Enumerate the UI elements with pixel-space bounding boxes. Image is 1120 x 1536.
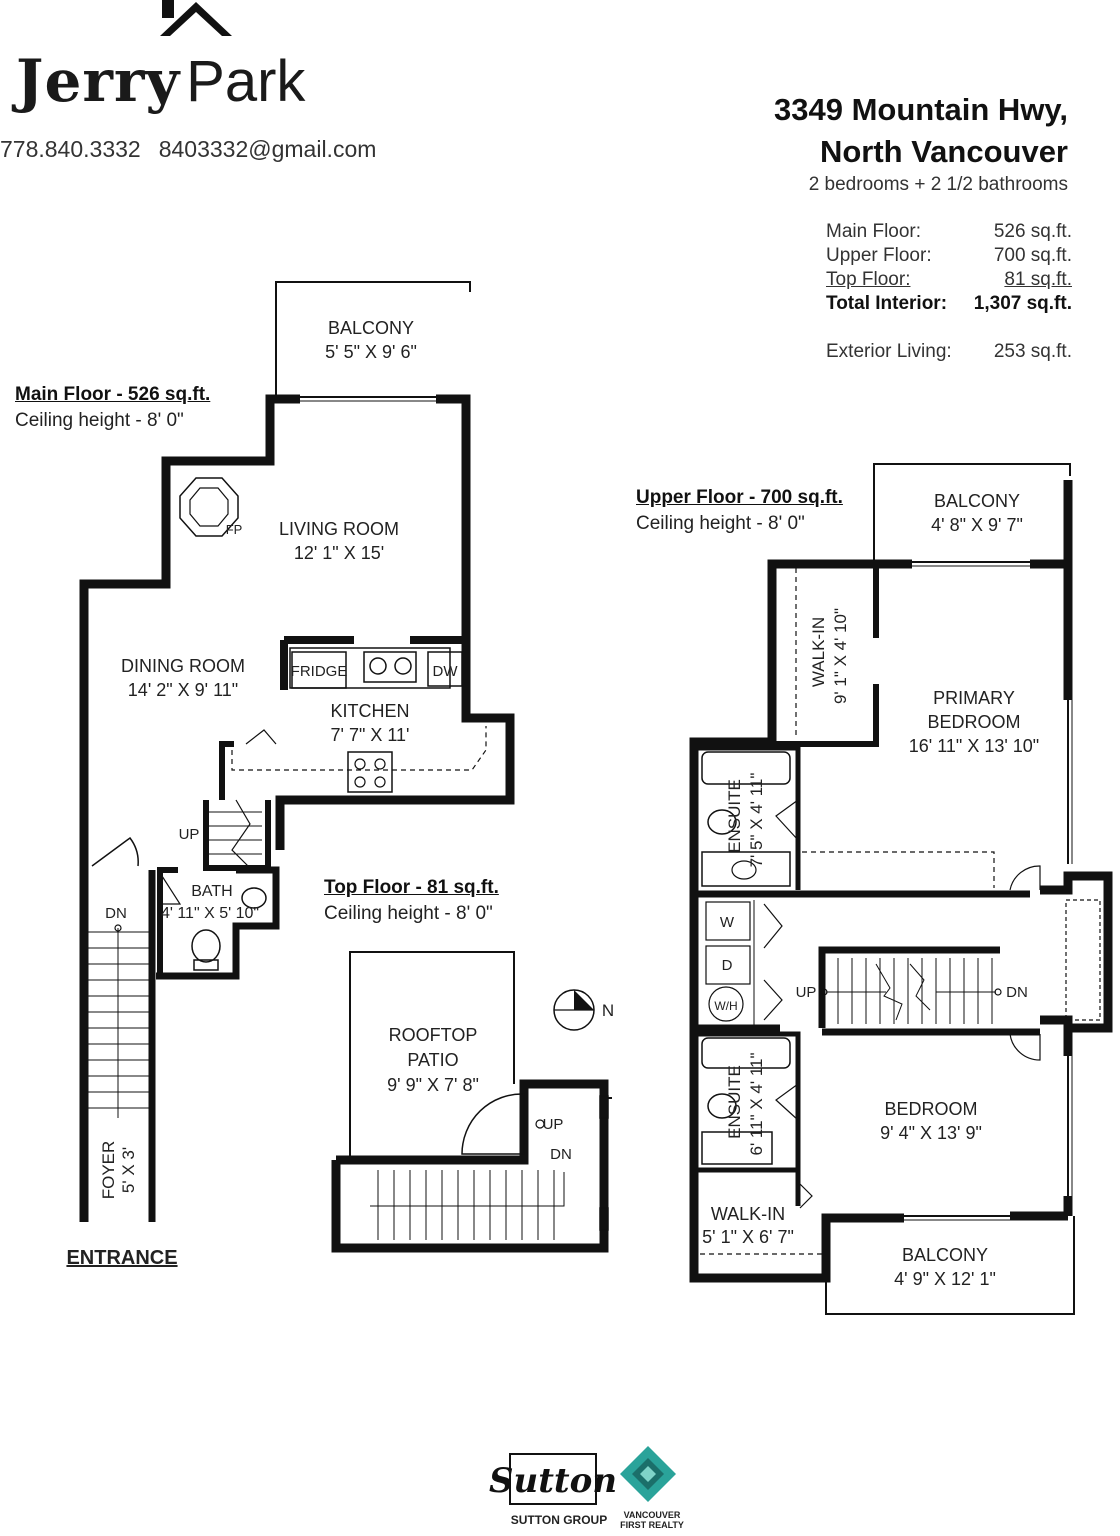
main-balcony-name: BALCONY <box>328 318 414 338</box>
first-realty-text: FIRST REALTY <box>620 1520 684 1530</box>
living-room-name: LIVING ROOM <box>279 519 399 539</box>
living-room-dims: 12' 1" X 15' <box>294 543 384 563</box>
area-label: Main Floor: <box>826 221 922 242</box>
primary-bedroom-dims: 16' 11" X 13' 10" <box>909 736 1039 756</box>
rooftop-name-2: PATIO <box>407 1050 458 1070</box>
ensuite-1-name: ENSUITE <box>725 779 744 853</box>
walkin-2-name: WALK-IN <box>711 1204 785 1224</box>
agent-first-name: Jerry <box>16 47 181 115</box>
top-floor-plan <box>331 951 612 1253</box>
vancouver-text: VANCOUVER <box>624 1510 681 1520</box>
main-stair-up-label: UP <box>179 826 200 843</box>
area-label: Upper Floor: <box>826 245 932 266</box>
dishwasher-label: DW <box>433 663 459 680</box>
main-floor-plan <box>79 281 515 1222</box>
sutton-group-text: SUTTON GROUP <box>511 1513 607 1527</box>
agent-contact: 778.840.3332 8403332@gmail.com <box>0 136 376 163</box>
upper-stair-up-label: UP <box>796 984 817 1001</box>
upper-balcony-bottom-dims: 4' 9" X 12' 1" <box>894 1269 996 1289</box>
top-floor-ceiling: Ceiling height - 8' 0" <box>324 903 493 924</box>
dryer-label: D <box>722 957 733 974</box>
agent-email: 8403332@gmail.com <box>158 136 377 162</box>
main-floor-title: Main Floor - 526 sq.ft. <box>15 384 211 405</box>
main-floor-ceiling: Ceiling height - 8' 0" <box>15 410 184 431</box>
ensuite-2-name: ENSUITE <box>725 1065 744 1139</box>
water-heater-label: W/H <box>714 999 737 1013</box>
entrance-label: ENTRANCE <box>66 1247 177 1269</box>
address-line-2: North Vancouver <box>819 134 1068 169</box>
area-label: Top Floor: <box>826 269 911 290</box>
walkin-1-name: WALK-IN <box>809 617 828 687</box>
top-stair-down-label: DN <box>550 1146 572 1163</box>
address-line-1: 3349 Mountain Hwy, <box>774 92 1068 127</box>
area-value: 526 sq.ft. <box>993 221 1072 242</box>
north-label: N <box>602 1001 614 1020</box>
agent-last-name: Park <box>186 49 306 114</box>
area-row-upper: Upper Floor: 700 sq.ft. <box>826 244 1072 268</box>
fridge-label: FRIDGE <box>291 663 348 680</box>
area-row-exterior: Exterior Living: 253 sq.ft. <box>826 340 1072 364</box>
area-label: Exterior Living: <box>826 341 952 362</box>
bath-name: BATH <box>191 883 232 900</box>
area-value: 81 sq.ft. <box>1004 269 1072 290</box>
ensuite-2-dims: 6' 11" X 4' 11" <box>747 1053 766 1156</box>
ensuite-1-dims: 7' 5" X 4' 11" <box>747 773 766 868</box>
primary-bedroom-name-2: BEDROOM <box>927 712 1020 732</box>
area-value: 700 sq.ft. <box>993 245 1072 266</box>
rooftop-name-1: ROOFTOP <box>389 1025 478 1045</box>
rooftop-dims: 9' 9" X 7' 8" <box>387 1075 479 1095</box>
washer-label: W <box>720 914 735 931</box>
area-summary-table: Main Floor: 526 sq.ft. Upper Floor: 700 sq… <box>826 220 1072 364</box>
bedroom-name: BEDROOM <box>884 1099 977 1119</box>
vancouver-first-realty-logo <box>620 1446 676 1502</box>
bed-bath-summary: 2 bedrooms + 2 1/2 bathrooms <box>808 174 1068 195</box>
walkin-2-dims: 5' 1" X 6' 7" <box>702 1227 794 1247</box>
main-balcony-dims: 5' 5" X 9' 6" <box>325 342 417 362</box>
bath-dims: 4' 11" X 5' 10" <box>161 905 259 922</box>
kitchen-name: KITCHEN <box>330 701 409 721</box>
upper-floor-ceiling: Ceiling height - 8' 0" <box>636 513 805 534</box>
upper-stair-down-label: DN <box>1006 984 1028 1001</box>
upper-balcony-bottom-name: BALCONY <box>902 1245 988 1265</box>
walkin-1-dims: 9' 1" X 4' 10" <box>831 608 850 704</box>
area-row-main: Main Floor: 526 sq.ft. <box>826 220 1072 244</box>
roof-logo-icon <box>160 0 232 36</box>
sutton-logo <box>509 1453 597 1505</box>
area-value: 1,307 sq.ft. <box>973 293 1072 314</box>
upper-floor-title: Upper Floor - 700 sq.ft. <box>636 487 843 508</box>
area-row-total: Total Interior: 1,307 sq.ft. <box>826 292 1072 316</box>
dining-room-name: DINING ROOM <box>121 656 245 676</box>
upper-balcony-top-dims: 4' 8" X 9' 7" <box>931 515 1023 535</box>
top-stair-up-label: UP <box>543 1116 564 1133</box>
area-value: 253 sq.ft. <box>993 341 1072 362</box>
upper-floor-plan <box>689 463 1113 1315</box>
dining-room-dims: 14' 2" X 9' 11" <box>128 680 238 700</box>
bedroom-dims: 9' 4" X 13' 9" <box>880 1123 982 1143</box>
upper-balcony-top-name: BALCONY <box>934 491 1020 511</box>
top-floor-title: Top Floor - 81 sq.ft. <box>324 877 499 898</box>
foyer-name: FOYER <box>99 1141 118 1200</box>
foyer-dims: 5' X 3' <box>119 1147 138 1193</box>
sutton-logo-text: Sutton <box>489 1461 617 1501</box>
kitchen-dims: 7' 7" X 11' <box>331 725 410 745</box>
agent-phone: 778.840.3332 <box>0 136 141 162</box>
primary-bedroom-name-1: PRIMARY <box>933 688 1015 708</box>
area-label: Total Interior: <box>826 293 948 314</box>
area-row-top: Top Floor: 81 sq.ft. <box>826 268 1072 292</box>
main-stair-down-label: DN <box>105 905 127 922</box>
fireplace-label: FP <box>226 522 243 537</box>
